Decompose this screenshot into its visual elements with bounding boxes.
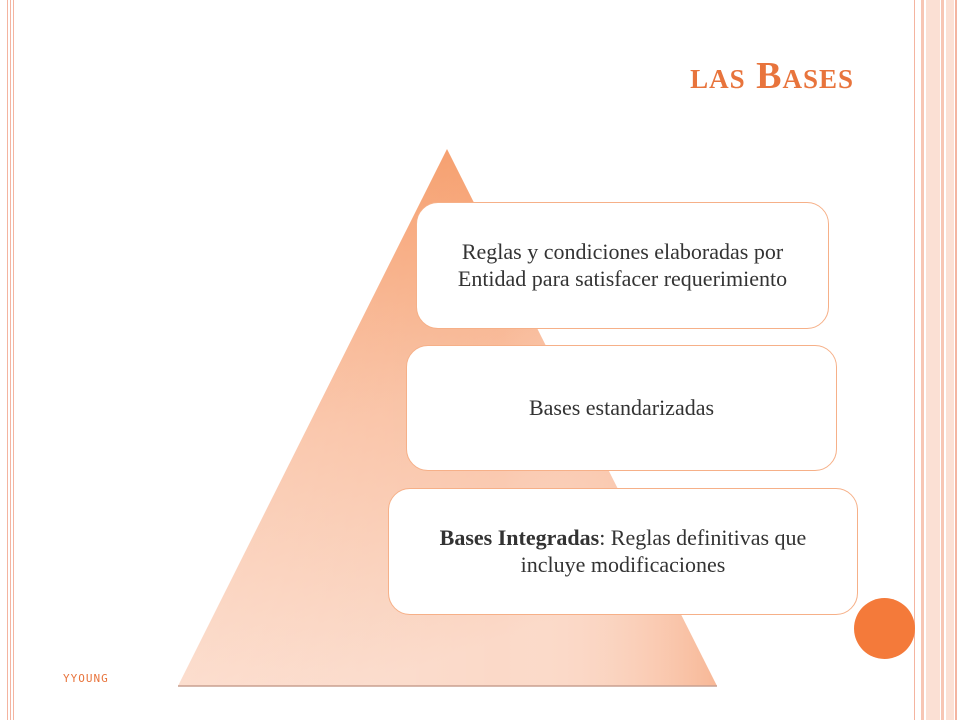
slide-title: las Bases xyxy=(690,55,854,97)
level-3-content: Bases Integradas: Reglas definitivas que… xyxy=(411,525,835,579)
footer-label: YYOUNG xyxy=(63,672,109,685)
pyramid-level-1: Reglas y condiciones elaboradas por Enti… xyxy=(416,202,829,329)
right-border-decoration xyxy=(914,0,960,720)
border-line xyxy=(10,0,11,720)
border-stripe xyxy=(921,0,924,720)
border-stripe xyxy=(941,0,944,720)
border-stripe xyxy=(926,0,940,720)
level-3-bold-text: Bases Integradas xyxy=(439,524,600,550)
border-stripe xyxy=(914,0,915,720)
border-stripe xyxy=(955,0,957,720)
pyramid-level-3: Bases Integradas: Reglas definitivas que… xyxy=(388,488,858,615)
border-stripe xyxy=(946,0,954,720)
decorative-circle xyxy=(854,598,915,659)
pyramid-level-2: Bases estandarizadas xyxy=(406,345,837,471)
left-border-decoration xyxy=(0,0,22,720)
border-line xyxy=(7,0,8,720)
level-3-text: : Reglas definitivas que incluye modific… xyxy=(520,524,807,577)
level-2-text: Bases estandarizadas xyxy=(528,394,715,420)
level-1-text: Reglas y condiciones elaboradas por Enti… xyxy=(457,238,788,291)
border-line xyxy=(13,0,14,720)
